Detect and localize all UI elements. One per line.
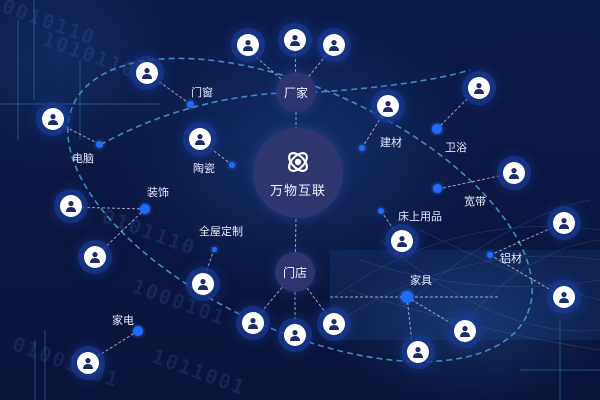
node-dot-aluminum[interactable]	[487, 252, 493, 258]
user-icon	[559, 292, 569, 303]
user-avatar-node[interactable]	[237, 34, 259, 56]
user-icon	[397, 236, 407, 247]
user-icon	[329, 319, 339, 330]
category-label-doors-windows: 门窗	[191, 86, 213, 99]
user-avatar-node[interactable]	[391, 230, 413, 252]
user-avatar-node[interactable]	[323, 34, 345, 56]
center-hub-iot[interactable]: 万物互联	[253, 128, 343, 218]
user-icon	[290, 330, 300, 341]
category-label-ceramics: 陶瓷	[193, 162, 215, 175]
node-dot-furniture[interactable]	[401, 291, 413, 303]
category-label-computer: 电脑	[72, 152, 94, 165]
center-hub-label: 万物互联	[269, 183, 326, 199]
user-icon	[83, 358, 93, 369]
user-avatar-node[interactable]	[192, 273, 214, 295]
user-icon	[559, 218, 569, 229]
user-avatar-node[interactable]	[407, 341, 429, 363]
user-icon	[460, 326, 470, 337]
user-avatar-node[interactable]	[323, 313, 345, 335]
node-dot-decoration[interactable]	[140, 204, 150, 214]
category-label-aluminum: 铝材	[500, 252, 522, 265]
category-label-decoration: 装饰	[147, 186, 169, 199]
user-icon	[48, 114, 58, 125]
user-avatar-node[interactable]	[553, 212, 575, 234]
user-icon	[509, 168, 519, 179]
category-label-building-materials: 建材	[380, 136, 402, 149]
user-icon	[248, 318, 258, 329]
user-icon	[474, 83, 484, 94]
user-avatar-node[interactable]	[284, 29, 306, 51]
user-avatar-node[interactable]	[77, 352, 99, 374]
user-icon	[198, 279, 208, 290]
node-dot-doors-windows[interactable]	[187, 101, 194, 108]
hub-store-label: 门店	[282, 265, 307, 280]
node-dot-computer[interactable]	[96, 141, 103, 148]
user-avatar-node[interactable]	[553, 286, 575, 308]
user-icon	[383, 101, 393, 112]
node-dot-building-materials[interactable]	[359, 145, 365, 151]
category-label-appliances: 家电	[112, 314, 134, 327]
category-label-furniture: 家具	[410, 274, 432, 287]
user-icon	[90, 252, 100, 263]
user-icon	[66, 201, 76, 212]
user-avatar-node[interactable]	[60, 195, 82, 217]
hub-store[interactable]: 门店	[275, 252, 315, 292]
user-icon	[243, 40, 253, 51]
user-avatar-node[interactable]	[136, 62, 158, 84]
user-icon	[413, 347, 423, 358]
user-icon	[142, 68, 152, 79]
user-avatar-node[interactable]	[242, 312, 264, 334]
category-label-bedding: 床上用品	[398, 210, 442, 223]
node-dot-ceramics[interactable]	[229, 162, 235, 168]
node-dot-whole-house-custom[interactable]	[212, 247, 217, 252]
user-avatar-node[interactable]	[84, 246, 106, 268]
user-avatar-node[interactable]	[189, 128, 211, 150]
node-dot-bathroom[interactable]	[432, 124, 442, 134]
category-label-whole-house-custom: 全屋定制	[199, 225, 243, 238]
user-icon	[290, 35, 300, 46]
user-avatar-node[interactable]	[454, 320, 476, 342]
category-label-bathroom: 卫浴	[445, 141, 467, 154]
hub-factory[interactable]: 厂家	[276, 72, 316, 112]
user-avatar-node[interactable]	[284, 324, 306, 346]
node-dot-appliances[interactable]	[133, 326, 143, 336]
atom-network-icon	[288, 151, 308, 172]
user-avatar-node[interactable]	[42, 108, 64, 130]
user-icon	[195, 134, 205, 145]
hub-factory-label: 厂家	[283, 85, 308, 100]
user-icon	[329, 40, 339, 51]
node-dot-bedding[interactable]	[378, 208, 384, 214]
user-avatar-node[interactable]	[468, 77, 490, 99]
user-avatar-node[interactable]	[377, 95, 399, 117]
node-dot-broadband[interactable]	[433, 184, 442, 193]
user-avatar-node[interactable]	[503, 162, 525, 184]
category-label-broadband: 宽带	[464, 195, 486, 208]
